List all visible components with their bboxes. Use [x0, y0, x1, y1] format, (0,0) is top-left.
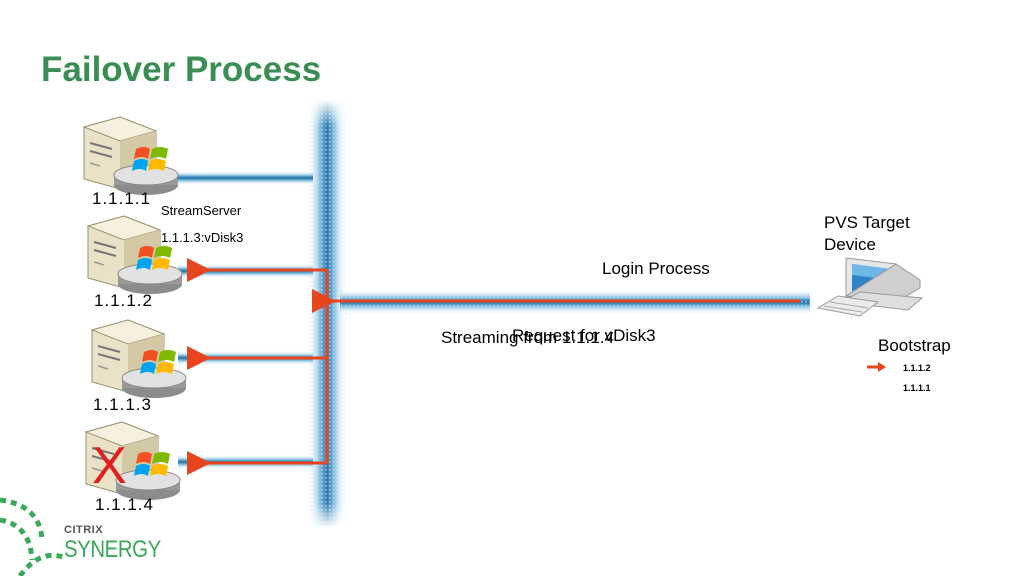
- target-pc-icon: [816, 257, 924, 317]
- bootstrap-pointer-arrow: [867, 362, 886, 372]
- citrix-logo-text: CITRIX: [64, 524, 104, 536]
- request-label: Request for vDisk3: [512, 326, 656, 345]
- server-ip-label: 1.1.1.3: [93, 395, 152, 414]
- failover-arrows: [187, 258, 800, 475]
- login-process-label: Login Process: [602, 259, 710, 278]
- bootstrap-entry: 1.1.1.1: [903, 383, 931, 393]
- server-ip-label: 1.1.1.1: [92, 189, 151, 208]
- failure-x-mark: X: [92, 437, 127, 495]
- synergy-swirl-logo: [0, 497, 67, 576]
- vdisk-label: 1.1.1.3:vDisk3: [161, 230, 244, 245]
- server-icon: [90, 319, 187, 398]
- bootstrap-entry: 1.1.1.2: [903, 363, 931, 373]
- slide-title: Failover Process: [41, 50, 322, 89]
- server-ip-label: 1.1.1.4: [95, 495, 154, 514]
- server-icon: [82, 116, 179, 195]
- server-icon: [84, 421, 181, 500]
- stream-server-label: StreamServer: [161, 203, 242, 218]
- synergy-logo-text: SYNERGY: [64, 536, 161, 563]
- streaming-label: Streaming from 1.1.1.4: [441, 328, 614, 347]
- bootstrap-title: Bootstrap: [878, 336, 951, 355]
- server-ip-label: 1.1.1.2: [94, 291, 153, 310]
- target-device-label: PVS Target Device: [824, 213, 910, 254]
- server-icon: [86, 215, 183, 294]
